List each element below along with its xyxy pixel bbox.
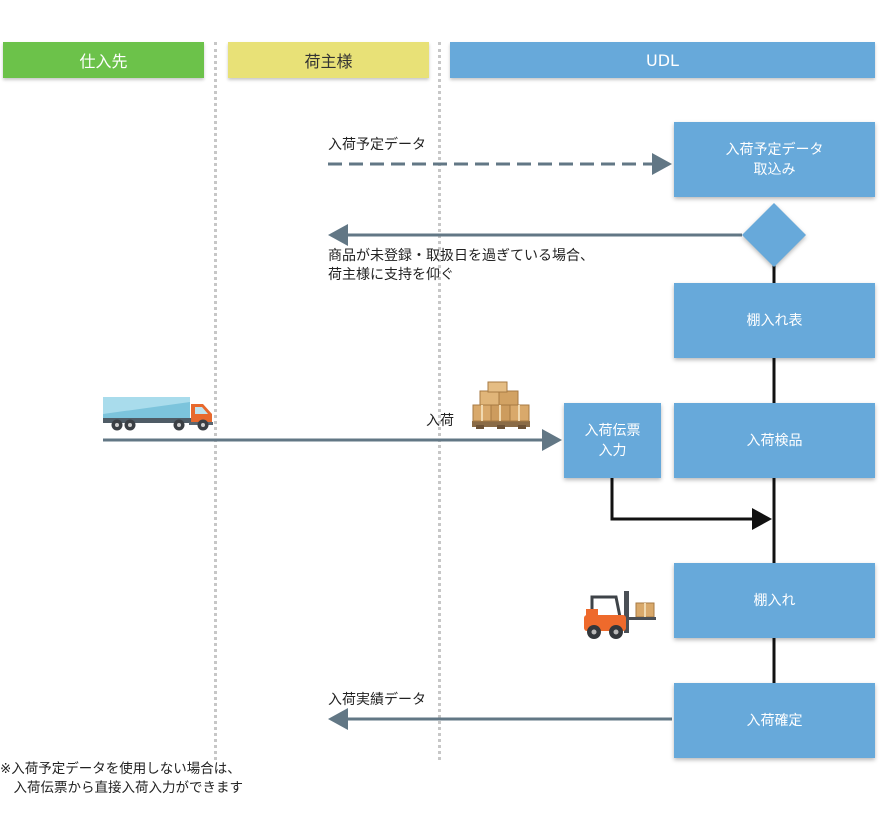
- lane-divider-2: [438, 42, 441, 760]
- shelf-list-box: 棚入れ表: [674, 283, 875, 358]
- slip-entry-box: 入荷伝票 入力: [564, 403, 661, 478]
- lane-header-udl: UDL: [450, 42, 875, 78]
- decision-diamond: [742, 203, 806, 267]
- footnote: ※入荷予定データを使用しない場合は、 入荷伝票から直接入荷入力ができます: [0, 761, 243, 796]
- lane-header-shipper: 荷主様: [228, 42, 429, 78]
- results-data-arrowhead: [328, 708, 348, 730]
- arrival-label: 入荷: [426, 413, 454, 429]
- import-box: 入荷予定データ 取込み: [674, 122, 875, 197]
- truck-icon: [103, 397, 213, 431]
- unregistered-label: 商品が未登録・取扱日を過ぎている場合、 荷主様に支持を仰ぐ: [328, 248, 594, 283]
- forklift-icon: [584, 591, 656, 639]
- shelving-box: 棚入れ: [674, 563, 875, 638]
- inspection-box: 入荷検品: [674, 403, 875, 478]
- results-data-label: 入荷実績データ: [328, 692, 426, 708]
- arrival-arrowhead: [542, 429, 562, 451]
- lane-header-supplier: 仕入先: [3, 42, 204, 78]
- unregistered-arrowhead: [328, 224, 348, 246]
- slip-entry-arrowhead: [752, 508, 772, 530]
- confirm-box: 入荷確定: [674, 683, 875, 758]
- schedule-data-label: 入荷予定データ: [328, 137, 426, 153]
- lane-divider-1: [214, 42, 217, 760]
- slip-entry-connector: [610, 478, 754, 521]
- schedule-data-arrowhead: [652, 153, 672, 175]
- cardboard-boxes-icon: [472, 381, 530, 429]
